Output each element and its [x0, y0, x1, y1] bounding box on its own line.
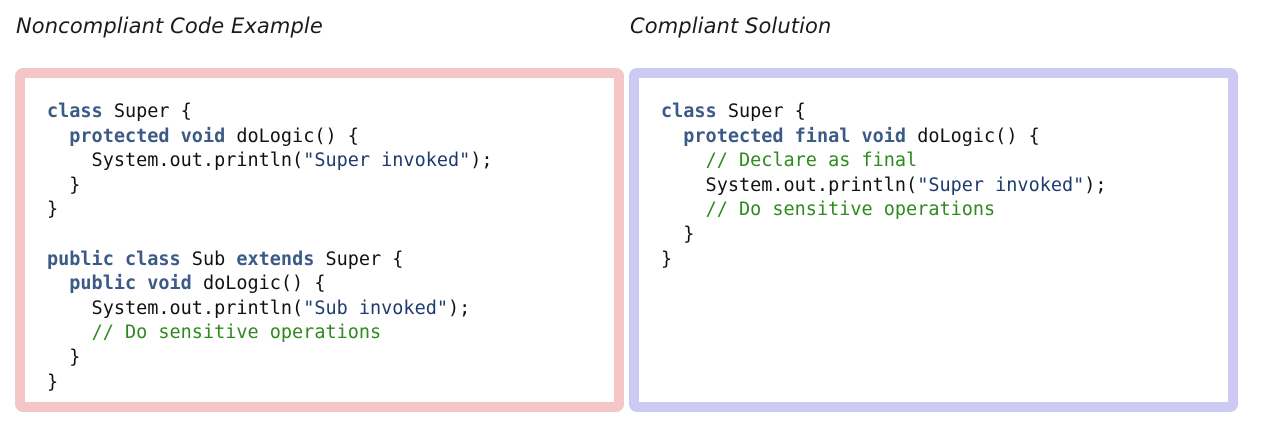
keyword-token: class [661, 101, 717, 122]
code-text: } [47, 174, 81, 196]
code-line: } [661, 248, 1228, 273]
keyword-token: public [47, 248, 114, 270]
keyword-token: extends [236, 248, 315, 270]
code-line: System.out.println("Super invoked"); [47, 149, 614, 174]
code-text: } [47, 371, 59, 393]
noncompliant-code-block: class Super { protected void doLogic() {… [47, 100, 614, 395]
keyword-token: void [147, 273, 192, 295]
code-text: ); [447, 297, 471, 319]
code-text: } [47, 346, 81, 368]
compliant-code-block: class Super { protected final void doLog… [661, 100, 1228, 272]
code-text: Super { [102, 101, 192, 122]
code-text: Sub [180, 248, 237, 270]
code-text: ); [470, 150, 493, 172]
keyword-token: void [861, 125, 907, 147]
code-text [47, 322, 92, 343]
code-line: // Declare as final [661, 149, 1228, 174]
compliant-title: Compliant Solution [630, 14, 832, 38]
string-token: "Sub invoked" [303, 297, 448, 319]
code-line: } [661, 223, 1228, 248]
code-line: // Do sensitive operations [47, 321, 614, 346]
string-token: "Super invoked" [917, 174, 1085, 196]
code-line [47, 223, 614, 248]
code-line: class Super { [661, 100, 1228, 125]
keyword-token: class [124, 248, 181, 270]
code-text: System.out.println( [661, 174, 918, 196]
code-line: System.out.println("Super invoked"); [661, 174, 1228, 199]
keyword-token: protected [683, 125, 784, 147]
code-text: Super { [716, 101, 806, 122]
keyword-token: public [69, 273, 137, 295]
noncompliant-panel: class Super { protected void doLogic() {… [15, 68, 624, 412]
code-line: System.out.println("Sub invoked"); [47, 297, 614, 322]
compliant-code-box: class Super { protected final void doLog… [639, 78, 1228, 402]
code-line: class Super { [47, 100, 614, 125]
code-text: System.out.println( [47, 297, 304, 319]
code-line: } [47, 198, 614, 223]
comment-token: // Do sensitive operations [91, 322, 382, 344]
comment-token: // Declare as final [705, 150, 918, 172]
code-text [170, 126, 181, 147]
code-line: public class Sub extends Super { [47, 248, 614, 273]
code-text: Super { [314, 248, 404, 270]
code-line: } [47, 174, 614, 199]
code-line: } [47, 346, 614, 371]
string-token: "Super invoked" [303, 150, 471, 172]
code-text [47, 273, 69, 294]
noncompliant-code-box: class Super { protected void doLogic() {… [25, 78, 614, 402]
keyword-token: final [794, 125, 851, 147]
code-text: } [661, 223, 695, 245]
code-line: // Do sensitive operations [661, 198, 1228, 223]
code-line: protected void doLogic() { [47, 125, 614, 150]
code-text: } [661, 248, 673, 270]
code-text [47, 126, 69, 147]
code-text: doLogic() { [906, 125, 1040, 147]
code-text [850, 126, 861, 147]
keyword-token: protected [69, 125, 170, 147]
comment-token: // Do sensitive operations [705, 199, 996, 221]
keyword-token: void [180, 125, 226, 147]
code-text [661, 126, 683, 147]
code-text [661, 150, 706, 171]
code-text: } [47, 199, 59, 221]
noncompliant-title: Noncompliant Code Example [16, 14, 323, 38]
keyword-token: class [47, 101, 103, 122]
code-text: ); [1084, 174, 1107, 196]
code-text: doLogic() { [225, 125, 359, 147]
code-line: protected final void doLogic() { [661, 125, 1228, 150]
code-text: System.out.println( [47, 150, 304, 172]
compliant-panel: class Super { protected final void doLog… [629, 68, 1238, 412]
code-line: public void doLogic() { [47, 272, 614, 297]
code-line: } [47, 371, 614, 396]
code-text [784, 126, 795, 147]
code-text: doLogic() { [191, 273, 326, 295]
code-text [136, 273, 147, 294]
code-text [661, 199, 706, 220]
code-text [114, 249, 125, 270]
